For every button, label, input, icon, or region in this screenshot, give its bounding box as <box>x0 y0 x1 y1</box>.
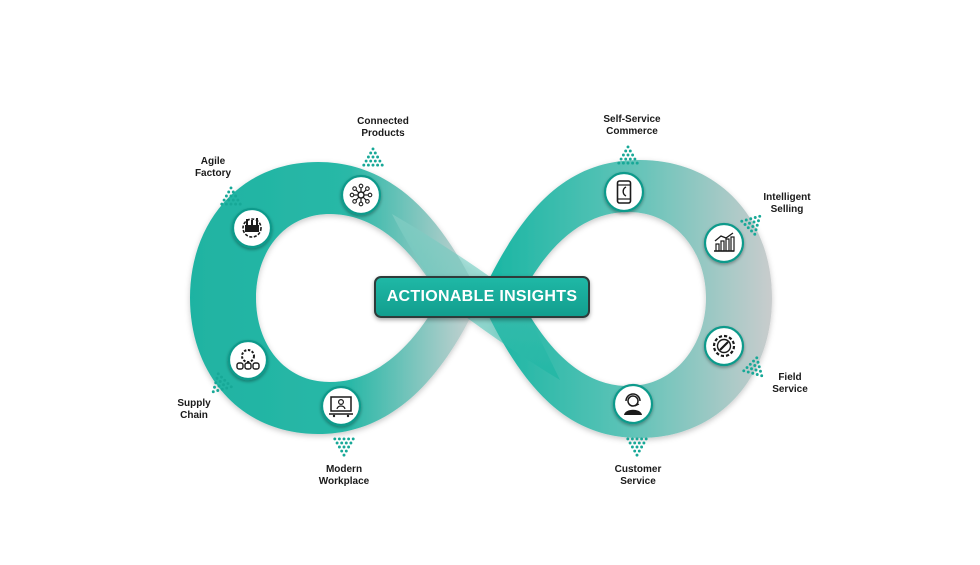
network-hub-icon <box>349 183 373 207</box>
icon-circles <box>227 171 745 427</box>
self-service-commerce-icon-circle[interactable] <box>603 171 645 213</box>
label-supply-chain: Supply Chain <box>177 398 211 421</box>
label-agile-factory: Agile Factory <box>194 156 232 179</box>
intelligent-selling-icon-circle[interactable] <box>703 222 745 264</box>
label-intelligent-selling: Intelligent Selling <box>763 192 811 215</box>
customer-service-icon-circle[interactable] <box>612 383 654 425</box>
factory-gear-icon <box>242 218 262 238</box>
video-conference-icon <box>329 396 353 418</box>
self-service-commerce-marker <box>617 145 639 165</box>
headset-agent-icon <box>624 393 642 415</box>
gear-chain-icon <box>236 349 260 370</box>
modern-workplace-marker <box>333 437 355 457</box>
agile-factory-marker <box>220 186 242 206</box>
wrench-gear-icon <box>712 334 736 358</box>
label-modern-workplace: Modern Workplace <box>318 464 370 487</box>
dotted-arrow-markers <box>211 145 764 457</box>
field-service-icon-circle[interactable] <box>703 325 745 367</box>
label-self-service-commerce: Self-Service Commerce <box>603 114 661 137</box>
customer-service-marker <box>626 437 648 457</box>
label-field-service: Field Service <box>772 372 808 395</box>
mobile-phone-icon <box>616 180 632 204</box>
actionable-insights-box[interactable]: ACTIONABLE INSIGHTS <box>374 276 590 318</box>
label-customer-service: Customer Service <box>614 464 662 487</box>
label-connected-products: Connected Products <box>357 116 409 139</box>
field-service-marker <box>742 356 764 378</box>
bar-chart-icon <box>714 232 735 252</box>
modern-workplace-icon-circle[interactable] <box>320 385 362 427</box>
connected-products-marker <box>362 147 384 167</box>
agile-factory-icon-circle[interactable] <box>231 207 273 249</box>
intelligent-selling-marker <box>740 214 762 236</box>
supply-chain-marker <box>211 372 233 394</box>
connected-products-icon-circle[interactable] <box>340 174 382 216</box>
supply-chain-icon-circle[interactable] <box>227 339 269 381</box>
